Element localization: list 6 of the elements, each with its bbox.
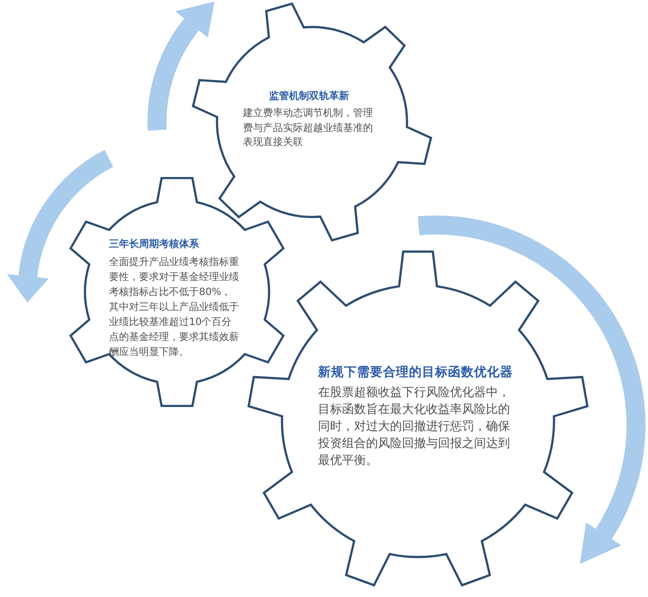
gear-description: 在股票超额收益下行风险优化器中，目标函数旨在最大化收益率风险比的同时，对过大的回撤进行惩罚，确保投资组合的风险回撤与回报之间达到最优平衡。 [318,384,511,470]
gear-title: 新规下需要合理的目标函数优化器 [318,364,514,380]
gear-description: 建立费率动态调节机制，管理费与产品实际超越业绩基准的表现直接关联 [243,107,374,150]
gear-title: 三年长周期考核体系 [109,238,200,251]
gear-title: 监管机制双轨革新 [268,90,350,103]
gear-description: 全面提升产品业绩考核指标重要性，要求对于基金经理业绩考核指标占比不低于80%，其中对三年以上产品业绩低于业绩比较基准超过10个百分点的基金经理，要求其绩效薪酬应当明显下降。 [109,256,240,360]
